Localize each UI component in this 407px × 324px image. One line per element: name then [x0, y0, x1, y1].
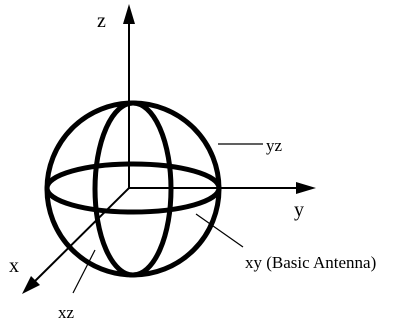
xy-leader-line [195, 213, 244, 248]
xz-leader-line [72, 249, 96, 294]
x-axis-line [28, 187, 130, 288]
y-axis-arrowhead [296, 182, 316, 194]
xy-plane-label: xy (Basic Antenna) [245, 253, 376, 272]
y-axis [129, 182, 316, 194]
x-axis [22, 187, 130, 294]
xz-plane-ellipse [92, 100, 174, 278]
radiation-sphere [44, 100, 222, 278]
x-axis-label: x [9, 255, 19, 277]
x-axis-arrowhead [22, 276, 40, 294]
z-axis [123, 4, 135, 188]
xz-plane-label: xz [58, 303, 75, 322]
z-axis-label: z [97, 10, 106, 32]
z-axis-arrowhead [123, 4, 135, 24]
xy-plane-ellipse [44, 161, 222, 215]
yz-plane-label: yz [266, 136, 283, 155]
y-axis-label: y [294, 199, 304, 221]
